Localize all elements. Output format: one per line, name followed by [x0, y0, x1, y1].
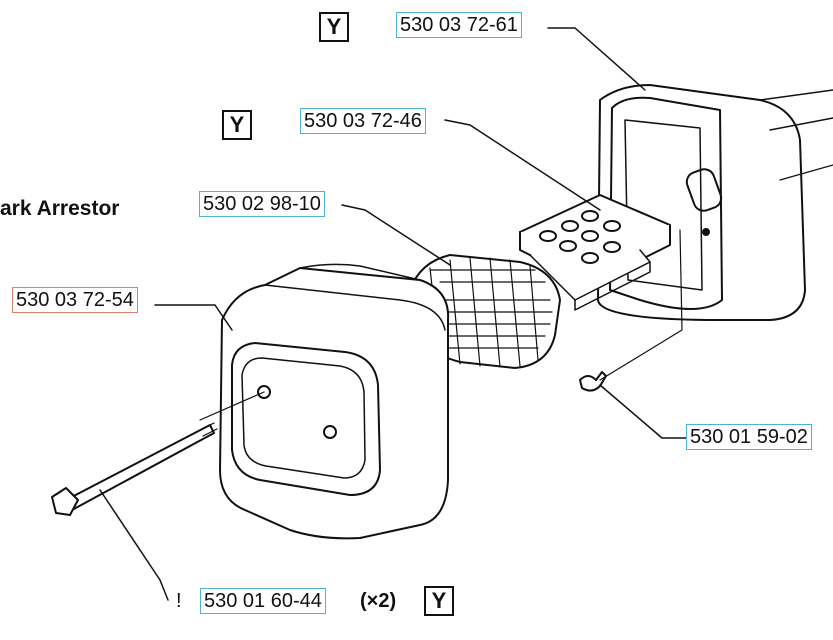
front-cover-shape: [219, 263, 450, 540]
screw-shape: [579, 371, 607, 392]
part-label-bolt[interactable]: 530 01 60-44: [200, 588, 326, 614]
part-label-rear-cover[interactable]: 530 03 72-61: [396, 12, 522, 38]
part-label-spark-screen[interactable]: 530 02 98-10: [199, 191, 325, 217]
part-label-spark-plate[interactable]: 530 03 72-46: [300, 108, 426, 134]
rear-cover-shape: [597, 84, 833, 321]
part-label-front-cover[interactable]: 530 03 72-54: [12, 287, 138, 313]
y-badge-spark-plate: Y: [222, 110, 252, 140]
y-badge-rear-cover: Y: [319, 12, 349, 42]
part-label-screw[interactable]: 530 01 59-02: [686, 424, 812, 450]
y-badge-bolt: Y: [424, 586, 454, 616]
diagram-heading: ark Arrestor: [0, 197, 120, 220]
bolt-label-prefix: !: [176, 590, 182, 612]
bolt-quantity: (×2): [360, 590, 397, 612]
spark-plate-shape: [519, 194, 671, 311]
bolt-shape: [51, 422, 218, 516]
